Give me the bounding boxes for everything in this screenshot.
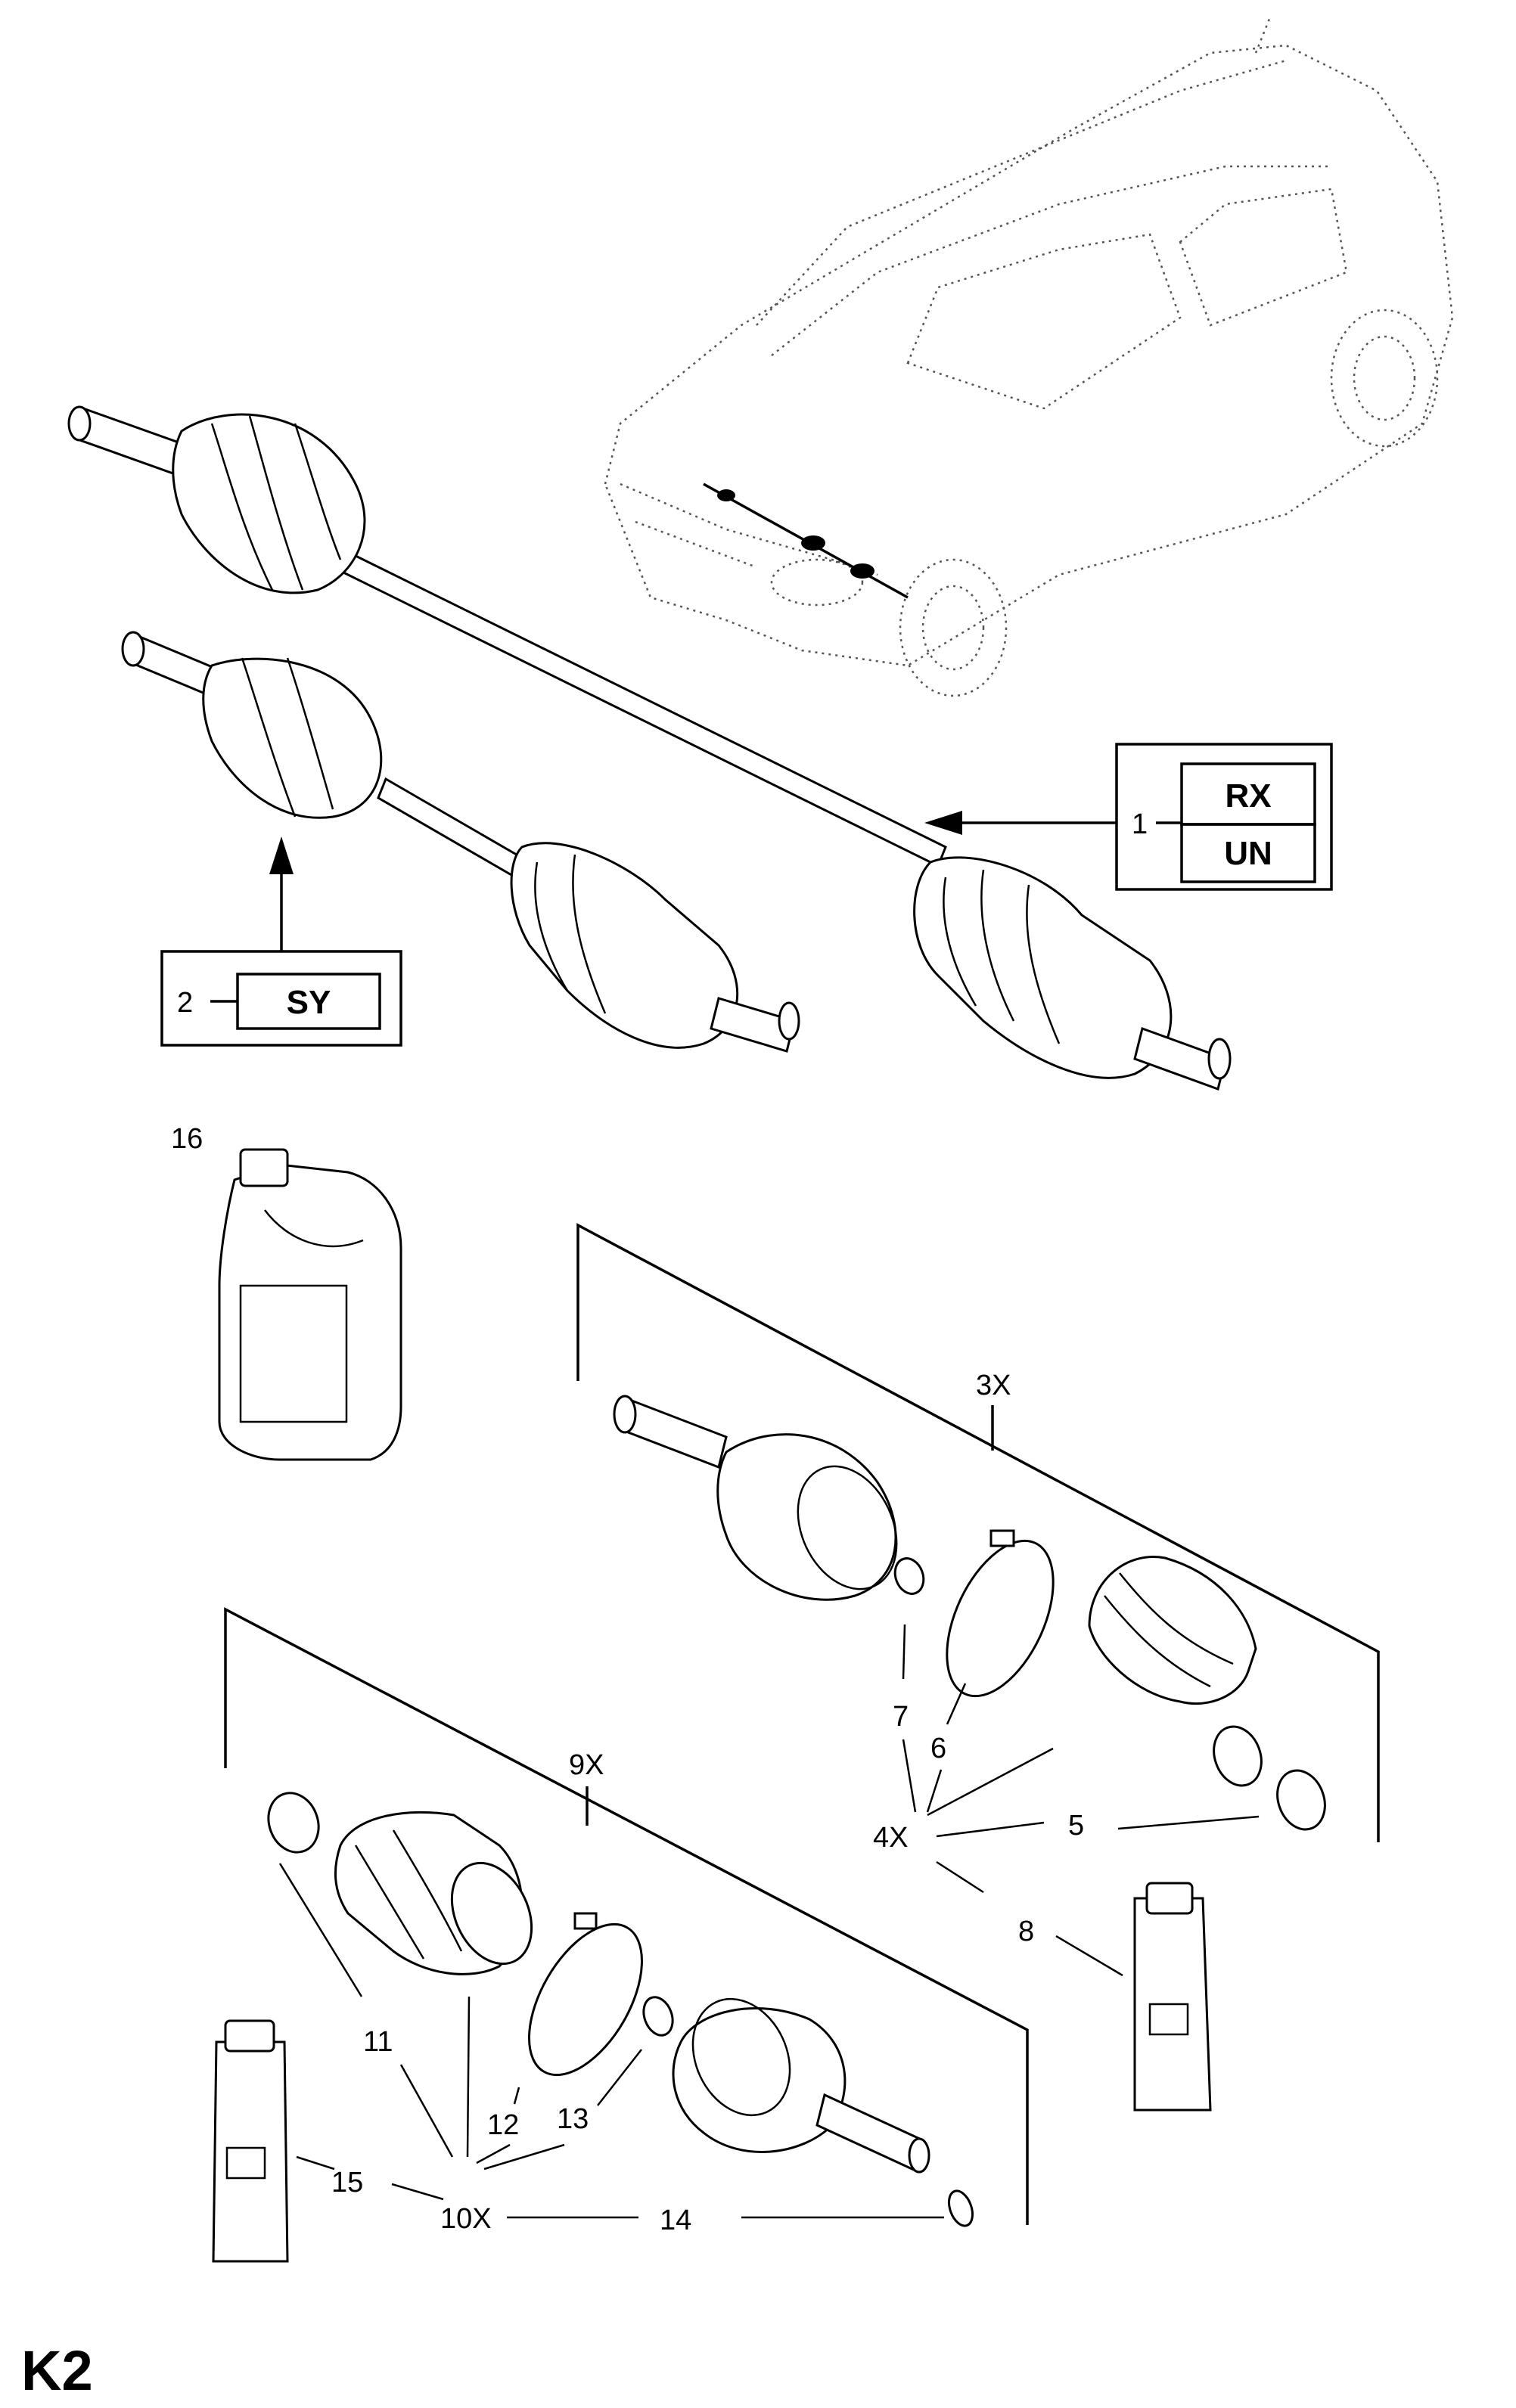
label-14: 14 [660, 2205, 691, 2236]
cv-joint-outer-icon [613, 1395, 898, 1601]
grease-tube-15-icon [212, 2019, 289, 2263]
callout-1-code-rx: RX [1225, 777, 1271, 815]
callout-1-number: 1 [1132, 808, 1148, 840]
callout-1-code-un: UN [1224, 835, 1272, 872]
label-12: 12 [487, 2109, 519, 2141]
label-3x: 3X [976, 1370, 1011, 1401]
highlighted-shaft-icon [703, 483, 909, 599]
vehicle-outline-icon [604, 14, 1454, 697]
label-9x: 9X [569, 1749, 604, 1781]
label-15: 15 [331, 2167, 363, 2199]
kit-3x-bracket: 3X [576, 1223, 1380, 1842]
boot-9x-icon [334, 1811, 533, 1975]
circlip-7-icon [893, 1557, 925, 1595]
clamp-5-icon [1276, 1769, 1326, 1831]
label-8: 8 [1018, 1916, 1034, 1947]
label-13: 13 [557, 2103, 589, 2135]
label-11: 11 [363, 2026, 393, 2058]
oil-bottle-icon: 16 [171, 1123, 402, 1461]
clamp-11-icon [267, 1792, 320, 1854]
cv-joint-inner-icon [672, 1997, 930, 2174]
boot-3x-icon [1088, 1556, 1263, 1787]
arrow-to-shaft-1 [924, 811, 1117, 835]
clamp-12-icon [528, 1912, 643, 2077]
callout-2-code-sy: SY [287, 984, 331, 1021]
callout-2-number: 2 [177, 987, 193, 1019]
label-7: 7 [893, 1701, 909, 1733]
callout-2: 2 SY [160, 950, 402, 1047]
drive-shaft-long-icon [67, 405, 1232, 1091]
grease-tube-8-icon [1133, 1882, 1212, 2112]
clamp-6-icon [946, 1529, 1055, 1698]
label-16: 16 [171, 1123, 203, 1155]
label-5: 5 [1068, 1810, 1084, 1842]
page-id: K2 [21, 2339, 93, 2402]
leaders-9x [278, 1863, 944, 2219]
arrow-to-shaft-2 [269, 836, 294, 951]
drive-shaft-short-icon [121, 631, 800, 1053]
circlip-13-icon [642, 1996, 674, 2037]
leaders-3x [902, 1624, 1260, 1977]
label-10x: 10X [440, 2203, 492, 2235]
callout-1: 1 RX UN [1115, 743, 1333, 891]
label-6: 6 [930, 1733, 946, 1764]
kit-9x-bracket: 9X [224, 1607, 1029, 2225]
label-4x: 4X [873, 1822, 908, 1854]
circlip-14-icon [947, 2189, 974, 2227]
